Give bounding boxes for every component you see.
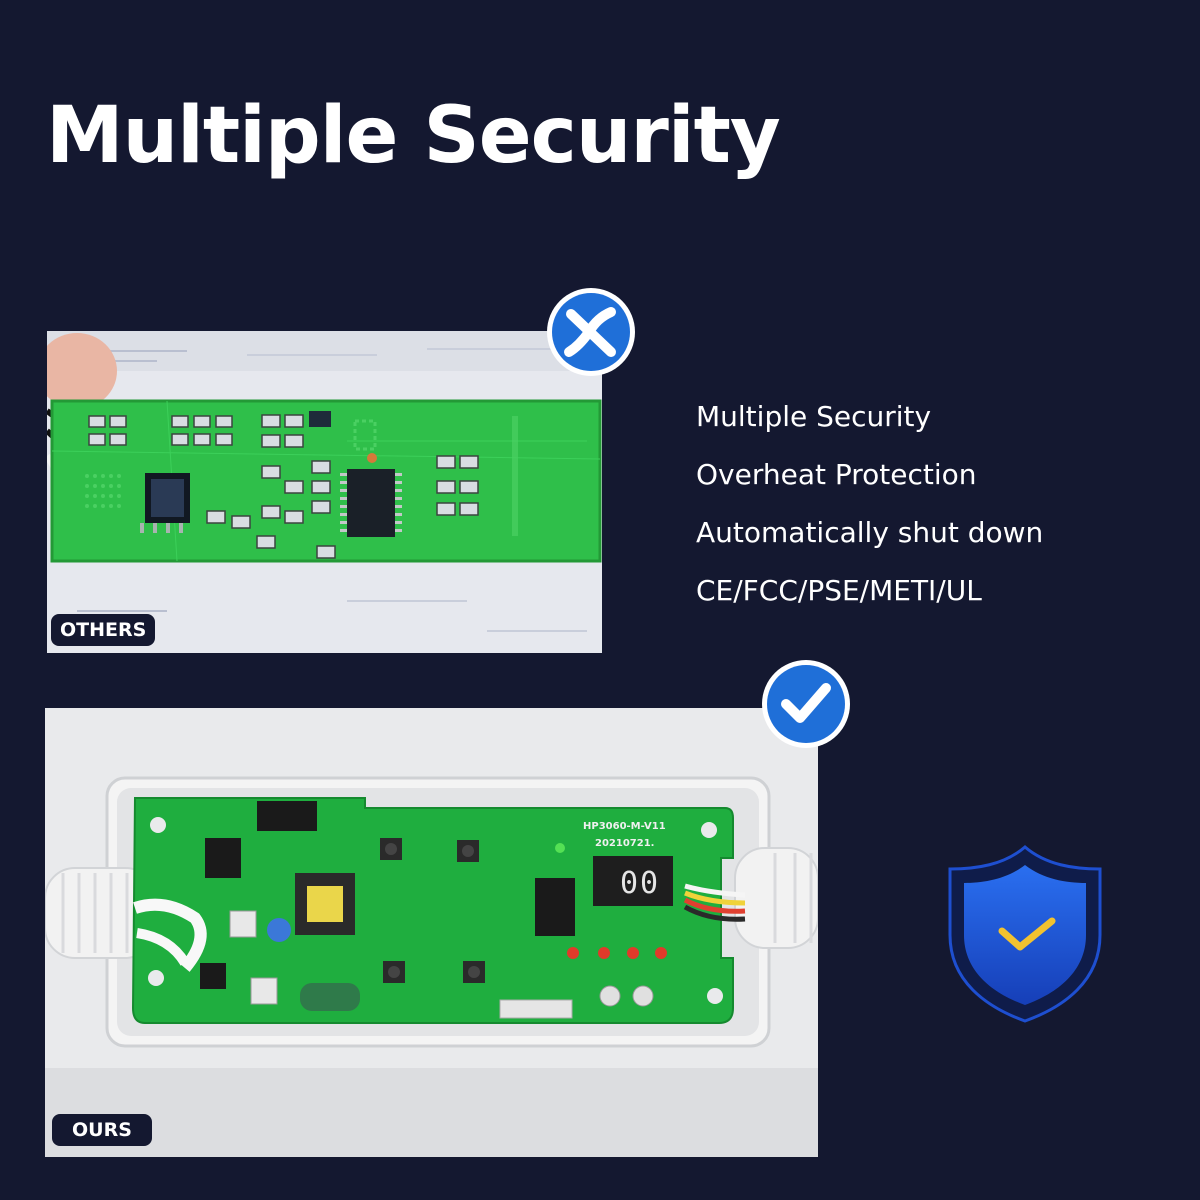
shield-check-icon: [946, 843, 1104, 1027]
check-mark-icon: [767, 665, 845, 743]
feature-item: CE/FCC/PSE/METI/UL: [696, 574, 982, 607]
feature-item: Multiple Security: [696, 400, 932, 433]
svg-text:0: 0: [620, 866, 638, 901]
feature-list: Multiple Security Overheat Protection Au…: [696, 392, 1043, 624]
x-mark-icon: [552, 293, 630, 371]
others-pcb-photo: [47, 331, 602, 653]
feature-item: Automatically shut down: [696, 516, 1044, 549]
board-date-marking: 20210721.: [595, 838, 654, 849]
page-title: Multiple Security: [46, 91, 781, 181]
check-mark-badge: [762, 660, 850, 748]
ours-pcb-photo: 0 0 HP3060-M-V11 20210721.: [45, 708, 818, 1157]
ours-pcb-illustration: 0 0 HP3060-M-V11 20210721.: [45, 708, 818, 1157]
ours-label: OURS: [52, 1114, 152, 1146]
others-pcb-illustration: [47, 331, 602, 653]
board-model-marking: HP3060-M-V11: [583, 821, 666, 832]
x-mark-badge: [547, 288, 635, 376]
svg-text:0: 0: [640, 866, 658, 901]
feature-item: Overheat Protection: [696, 458, 977, 491]
others-label: OTHERS: [51, 614, 156, 646]
